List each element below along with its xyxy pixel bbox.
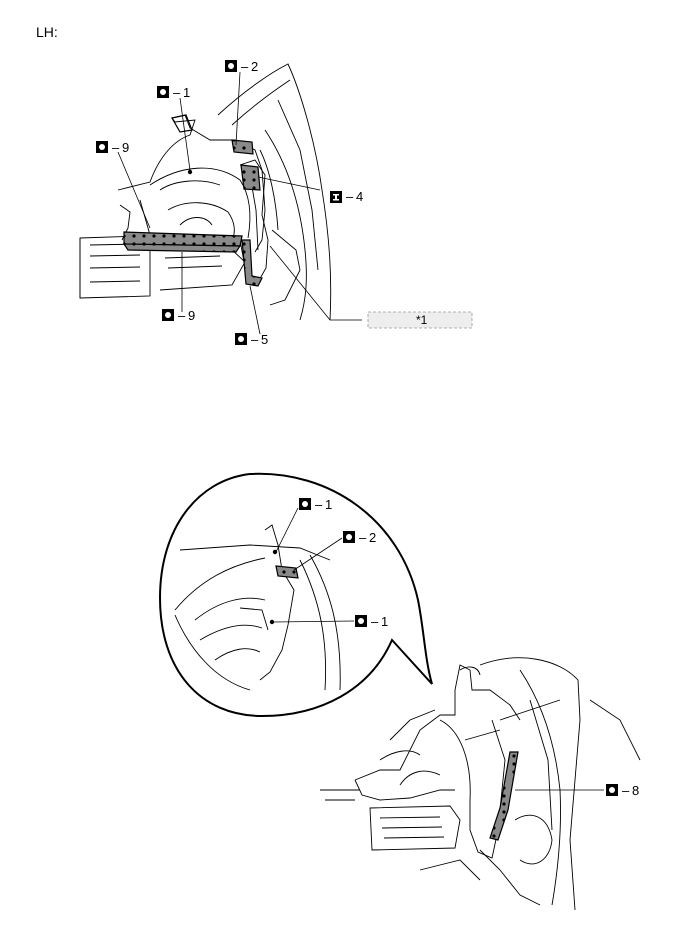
callout-1: – 1 xyxy=(157,85,190,100)
callout-1-zoom: – 1 xyxy=(299,497,332,512)
callout-9: – 9 xyxy=(96,140,129,155)
svg-text:–: – xyxy=(178,308,186,323)
top-weld-regions xyxy=(122,114,263,287)
callout-number: 9 xyxy=(188,308,195,323)
top-illustration xyxy=(79,63,332,321)
bottom-weld-region xyxy=(489,751,519,841)
callout-9b: – 9 xyxy=(162,308,195,323)
zoom-weld-regions xyxy=(269,549,299,625)
section-label: LH: xyxy=(36,24,58,40)
top-leader-lines xyxy=(117,71,362,335)
callout-2: – 2 xyxy=(225,59,258,74)
callout-number: 8 xyxy=(632,783,639,798)
callout-2-zoom: – 2 xyxy=(343,530,376,545)
svg-text:–: – xyxy=(371,614,379,629)
callout-number: 1 xyxy=(325,497,332,512)
callout-number: 1 xyxy=(183,85,190,100)
reference-box-label: *1 xyxy=(416,313,428,327)
callout-1-zoom-b: – 1 xyxy=(355,614,388,629)
callout-4: – 4 xyxy=(330,189,363,204)
reference-box: *1 xyxy=(367,311,473,329)
callout-8: – 8 xyxy=(606,783,639,798)
zoom-bubble xyxy=(158,472,433,718)
callout-number: – xyxy=(241,59,249,74)
svg-text:–: – xyxy=(173,85,181,100)
svg-text:–: – xyxy=(622,783,630,798)
callout-5: – 5 xyxy=(235,332,268,347)
svg-text:–: – xyxy=(346,189,354,204)
callout-number: 5 xyxy=(261,332,268,347)
callout-number: 4 xyxy=(356,189,363,204)
callout-number: 2 xyxy=(369,530,376,545)
svg-text:–: – xyxy=(315,497,323,512)
svg-text:–: – xyxy=(112,140,120,155)
callout-number: 1 xyxy=(381,614,388,629)
callout-number: 2 xyxy=(251,59,258,74)
callout-number: 9 xyxy=(122,140,129,155)
svg-text:–: – xyxy=(251,332,259,347)
zoom-leader-lines xyxy=(273,507,355,623)
svg-text:–: – xyxy=(359,530,367,545)
bottom-illustration xyxy=(320,657,641,911)
